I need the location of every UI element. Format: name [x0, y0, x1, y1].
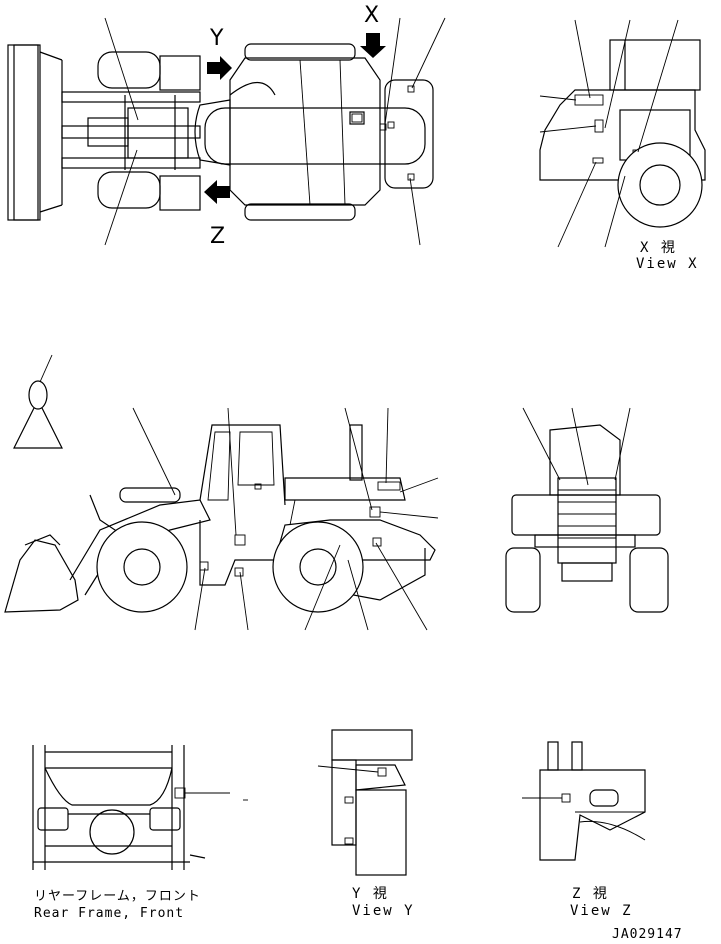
- view-x-drawing: [539, 19, 706, 248]
- top-view: [7, 17, 446, 246]
- arrow-x-label: X: [364, 3, 379, 28]
- view-x-jp: X 視: [640, 240, 677, 256]
- drawing-id: JA029147: [612, 927, 683, 942]
- arrow-z-label: Z: [210, 224, 225, 249]
- view-y-en: View Y: [352, 903, 415, 919]
- arrow-y-label: Y: [209, 26, 224, 51]
- rear-frame-front-drawing: [32, 745, 248, 870]
- warning-triangle-symbol: [13, 354, 63, 449]
- view-z-jp: Z 視: [572, 886, 609, 902]
- view-y-drawing: [317, 729, 413, 876]
- view-x-en: View X: [636, 256, 699, 272]
- view-y-jp: Y 視: [352, 886, 389, 902]
- view-z-en: View Z: [570, 903, 633, 919]
- view-z-drawing: [522, 741, 646, 861]
- rear-view: [505, 407, 669, 613]
- rear-frame-en: Rear Frame, Front: [34, 906, 184, 921]
- rear-frame-jp: リヤーフレーム，フロント: [34, 889, 201, 904]
- side-view: [4, 407, 439, 631]
